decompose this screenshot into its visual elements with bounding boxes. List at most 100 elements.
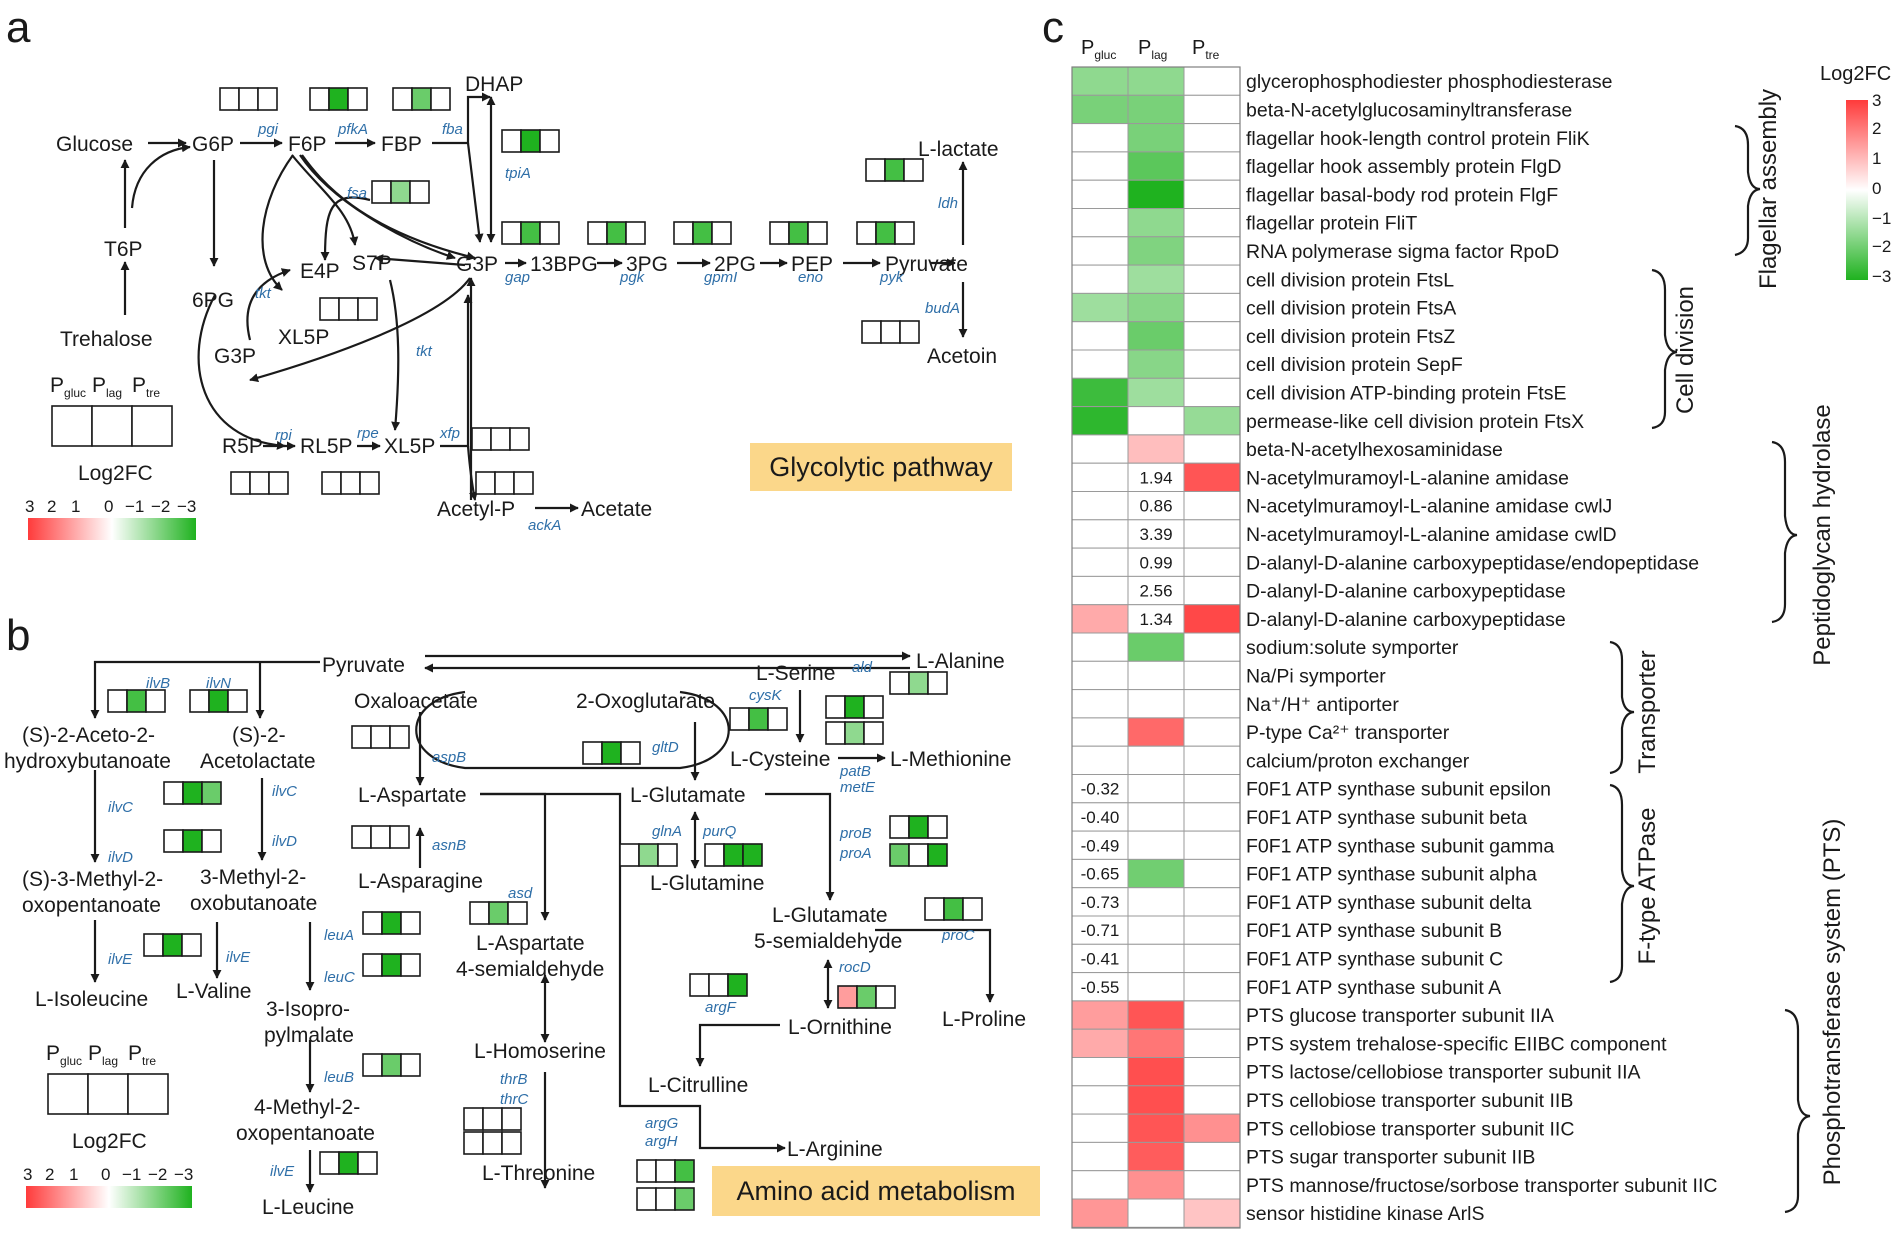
box-cell-lag [208, 689, 229, 713]
pathway-banner-bg [712, 1166, 1040, 1216]
heatmap-cell-tre [1183, 1057, 1241, 1087]
heatmap-cell-gluc [1071, 434, 1129, 464]
box-cell-lag [723, 843, 744, 867]
metabolite-label: FBP [381, 133, 422, 156]
glnA-box [619, 843, 678, 867]
heatmap-cell-lag [1127, 802, 1185, 832]
box-cell-lag [908, 815, 929, 839]
enzyme-label: cysK [749, 687, 783, 704]
heatmap-cell-tre [1183, 1141, 1241, 1172]
metabolite-label: L-Homoserine [474, 1040, 606, 1063]
metabolite-label: L-Methionine [890, 748, 1011, 771]
enzyme-label: pyk [879, 269, 905, 286]
metabolite-label: L-Valine [176, 980, 252, 1003]
heatmap-cell-gluc [1071, 123, 1129, 153]
fba-box [392, 87, 451, 111]
heatmap-cell-lag [1127, 1141, 1185, 1172]
gene-label: cell division protein FtsL [1246, 269, 1454, 291]
box-cell-tre [927, 843, 948, 867]
heatmap-cell-lag [1127, 208, 1185, 238]
heatmap-cell-gluc [1071, 1113, 1129, 1143]
heatmap-cell-gluc [1071, 575, 1129, 606]
box-cell-tre [509, 427, 530, 451]
heatmap-cell-lag [1127, 1085, 1185, 1115]
enzyme-label: thrB [500, 1071, 528, 1088]
enzyme-label: ackA [528, 517, 561, 534]
leuB-box [362, 1053, 421, 1077]
metabolite-labels: Glucose G6P F6P FBP DHAP T6P Trehalose 6… [56, 73, 999, 521]
enzyme-label: thrC [500, 1091, 529, 1108]
legend-a: Pgluc Plag Ptre Log2FC 3 2 1 0 −1 −2 −3 [25, 374, 196, 540]
box-cell-lag [411, 87, 432, 111]
box-cell-gluc [463, 1107, 484, 1131]
heatmap-cell-tre [1183, 972, 1241, 1002]
metabolite-label: G3P [214, 345, 256, 368]
heatmap-cell-tre [1183, 830, 1241, 860]
metabolite-label: pylmalate [264, 1024, 354, 1047]
heatmap-cell-gluc [1071, 745, 1129, 776]
gene-label: F0F1 ATP synthase subunit C [1246, 948, 1503, 970]
group-label-transporter: Transporter [1634, 650, 1661, 773]
legend-tick: 0 [101, 1165, 110, 1184]
box-cell-tre [389, 725, 410, 749]
legend-tick: −3 [177, 497, 196, 516]
metabolite-label: 4-Methyl-2- [254, 1096, 360, 1119]
metabolite-label: Pyruvate [322, 654, 405, 677]
box-cell-tre [807, 221, 828, 245]
gene-label: F0F1 ATP synthase subunit beta [1246, 807, 1527, 829]
enzyme-label: eno [798, 269, 823, 286]
box-cell-lag [692, 221, 713, 245]
enzyme-label: asd [508, 885, 533, 902]
box-cell-gluc [143, 933, 164, 957]
gap-box [501, 221, 560, 245]
legend-tick: −1 [1872, 209, 1891, 228]
gene-label: glycerophosphodiester phosphodiesterase [1246, 71, 1612, 93]
box-cell-gluc [636, 1187, 657, 1211]
box-cell-gluc [189, 689, 210, 713]
metabolite-label: Pyruvate [885, 253, 968, 276]
enzyme-label: asnB [432, 837, 466, 854]
box-cell-lag [655, 1159, 676, 1183]
cysK-box [729, 707, 788, 731]
proB-box [889, 815, 948, 839]
enzyme-label: leuC [324, 969, 355, 986]
legend-tick: 1 [1872, 149, 1881, 168]
ilvE-box-2 [319, 1151, 378, 1175]
xfp-box [471, 427, 530, 451]
enzyme-label: patB [839, 763, 871, 780]
box-cell-tre [389, 825, 410, 849]
ilvC-box [163, 781, 222, 805]
heatmap-cell-value: -0.32 [1081, 780, 1120, 799]
enzyme-label: gpmI [704, 269, 737, 286]
metabolite-label: 4-semialdehyde [456, 958, 604, 981]
metabolite-label: RL5P [300, 435, 353, 458]
legend-tick: 0 [104, 497, 113, 516]
box-cell-lag [182, 781, 203, 805]
heatmap-cell-tre [1183, 264, 1241, 294]
box-cell-gluc [163, 781, 184, 805]
heatmap-grid: 1.940.863.390.992.561.34-0.32-0.40-0.49-… [1071, 66, 1241, 1228]
box-cell-lag [390, 180, 411, 204]
legend-box [51, 405, 173, 447]
box-cell-tre [181, 933, 202, 957]
box-cell-gluc [351, 825, 372, 849]
heatmap-cell-tre [1183, 774, 1241, 804]
metabolite-label: 3-Methyl-2- [200, 866, 306, 889]
heatmap-cell-tre [1183, 575, 1241, 606]
box-cell-tre [400, 911, 421, 935]
enzyme-label: ilvE [270, 1163, 295, 1180]
metE-box [825, 721, 884, 745]
heatmap-cell-tre [1183, 377, 1241, 408]
metabolite-label: 5-semialdehyde [754, 930, 902, 953]
legend-p-gluc: Pgluc [46, 1042, 82, 1068]
box-cell-tre [347, 87, 368, 111]
enzyme-label: ilvD [272, 833, 297, 850]
enzyme-label: ilvB [146, 675, 170, 692]
heatmap-cell-value: 1.94 [1139, 468, 1172, 487]
asnB-box [351, 825, 410, 849]
panel-b-label: b [6, 611, 30, 660]
heatmap-cell-lag [1127, 1028, 1185, 1058]
enzyme-label: fba [442, 121, 463, 138]
legend-tick: 2 [47, 497, 56, 516]
enzyme-label: gltD [652, 739, 679, 756]
